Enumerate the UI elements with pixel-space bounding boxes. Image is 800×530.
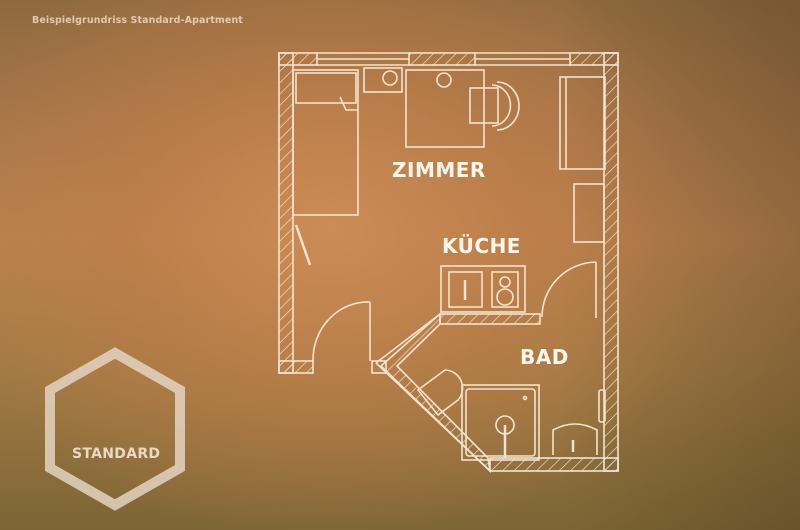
room-label-kueche: KÜCHE	[442, 234, 521, 258]
standard-badge-label: STANDARD	[72, 446, 161, 462]
room-label-bad: BAD	[520, 345, 569, 369]
hexagon-badge-icon	[45, 347, 185, 511]
plan-caption: Beispielgrundriss Standard-Apartment	[32, 15, 243, 26]
walls	[278, 52, 619, 472]
room-label-zimmer: ZIMMER	[392, 158, 486, 182]
windows	[317, 52, 570, 66]
